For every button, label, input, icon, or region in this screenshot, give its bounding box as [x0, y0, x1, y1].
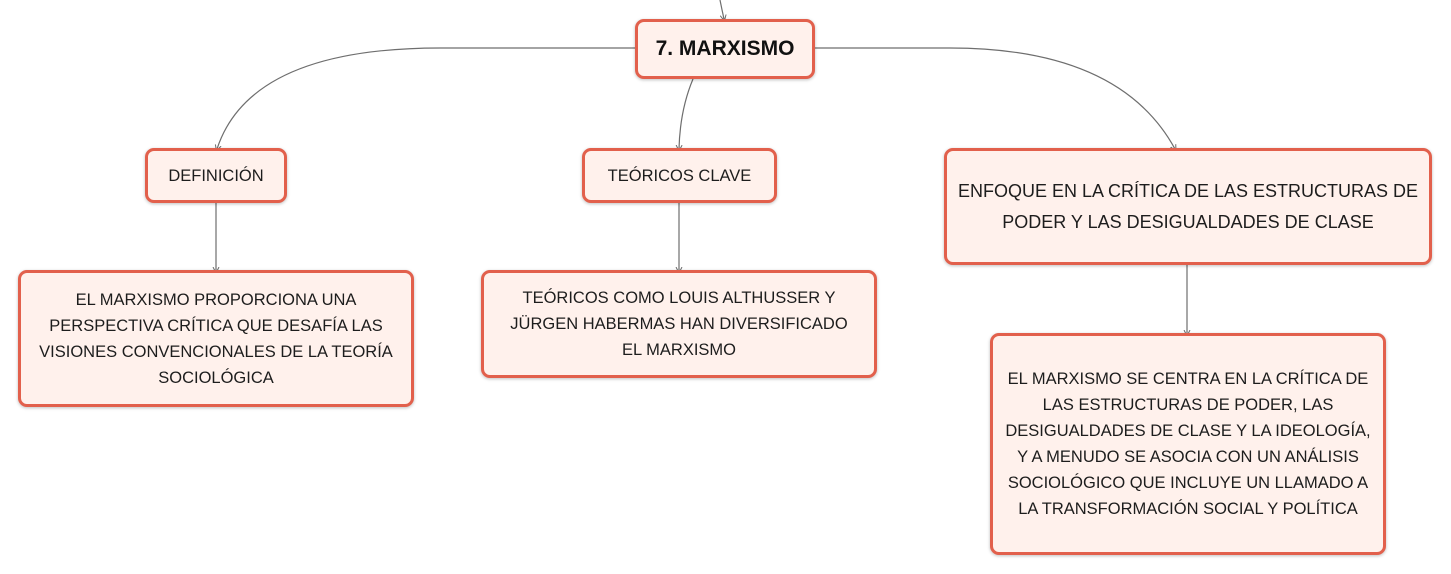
central-node-label: 7. MARXISMO — [655, 37, 795, 60]
connector-central-teoricos — [679, 78, 694, 149]
detail-node-teoricos-clave-text: TEÓRICOS COMO LOUIS ALTHUSSER Y JÜRGEN H… — [510, 289, 848, 359]
detail-node-definicion[interactable]: EL MARXISMO PROPORCIONA UNA PERSPECTIVA … — [18, 270, 414, 407]
detail-node-teoricos-clave[interactable]: TEÓRICOS COMO LOUIS ALTHUSSER Y JÜRGEN H… — [481, 270, 877, 378]
detail-node-enfoque[interactable]: EL MARXISMO SE CENTRA EN LA CRÍTICA DE L… — [990, 333, 1386, 555]
branch-node-definicion[interactable]: DEFINICIÓN — [145, 148, 287, 203]
branch-node-teoricos-clave[interactable]: TEÓRICOS CLAVE — [582, 148, 777, 203]
connector-incoming — [719, 0, 724, 19]
connector-central-definicion — [217, 47, 636, 149]
branch-node-enfoque-label: ENFOQUE EN LA CRÍTICA DE LAS ESTRUCTURAS… — [957, 180, 1419, 232]
branch-node-enfoque[interactable]: ENFOQUE EN LA CRÍTICA DE LAS ESTRUCTURAS… — [944, 148, 1432, 265]
connector-central-enfoque — [814, 47, 1175, 149]
branch-node-definicion-label: DEFINICIÓN — [168, 166, 264, 185]
detail-node-definicion-text: EL MARXISMO PROPORCIONA UNA PERSPECTIVA … — [39, 290, 393, 387]
branch-node-teoricos-clave-label: TEÓRICOS CLAVE — [607, 166, 752, 185]
central-node[interactable]: 7. MARXISMO — [635, 19, 815, 79]
detail-node-enfoque-text: EL MARXISMO SE CENTRA EN LA CRÍTICA DE L… — [1005, 370, 1371, 518]
